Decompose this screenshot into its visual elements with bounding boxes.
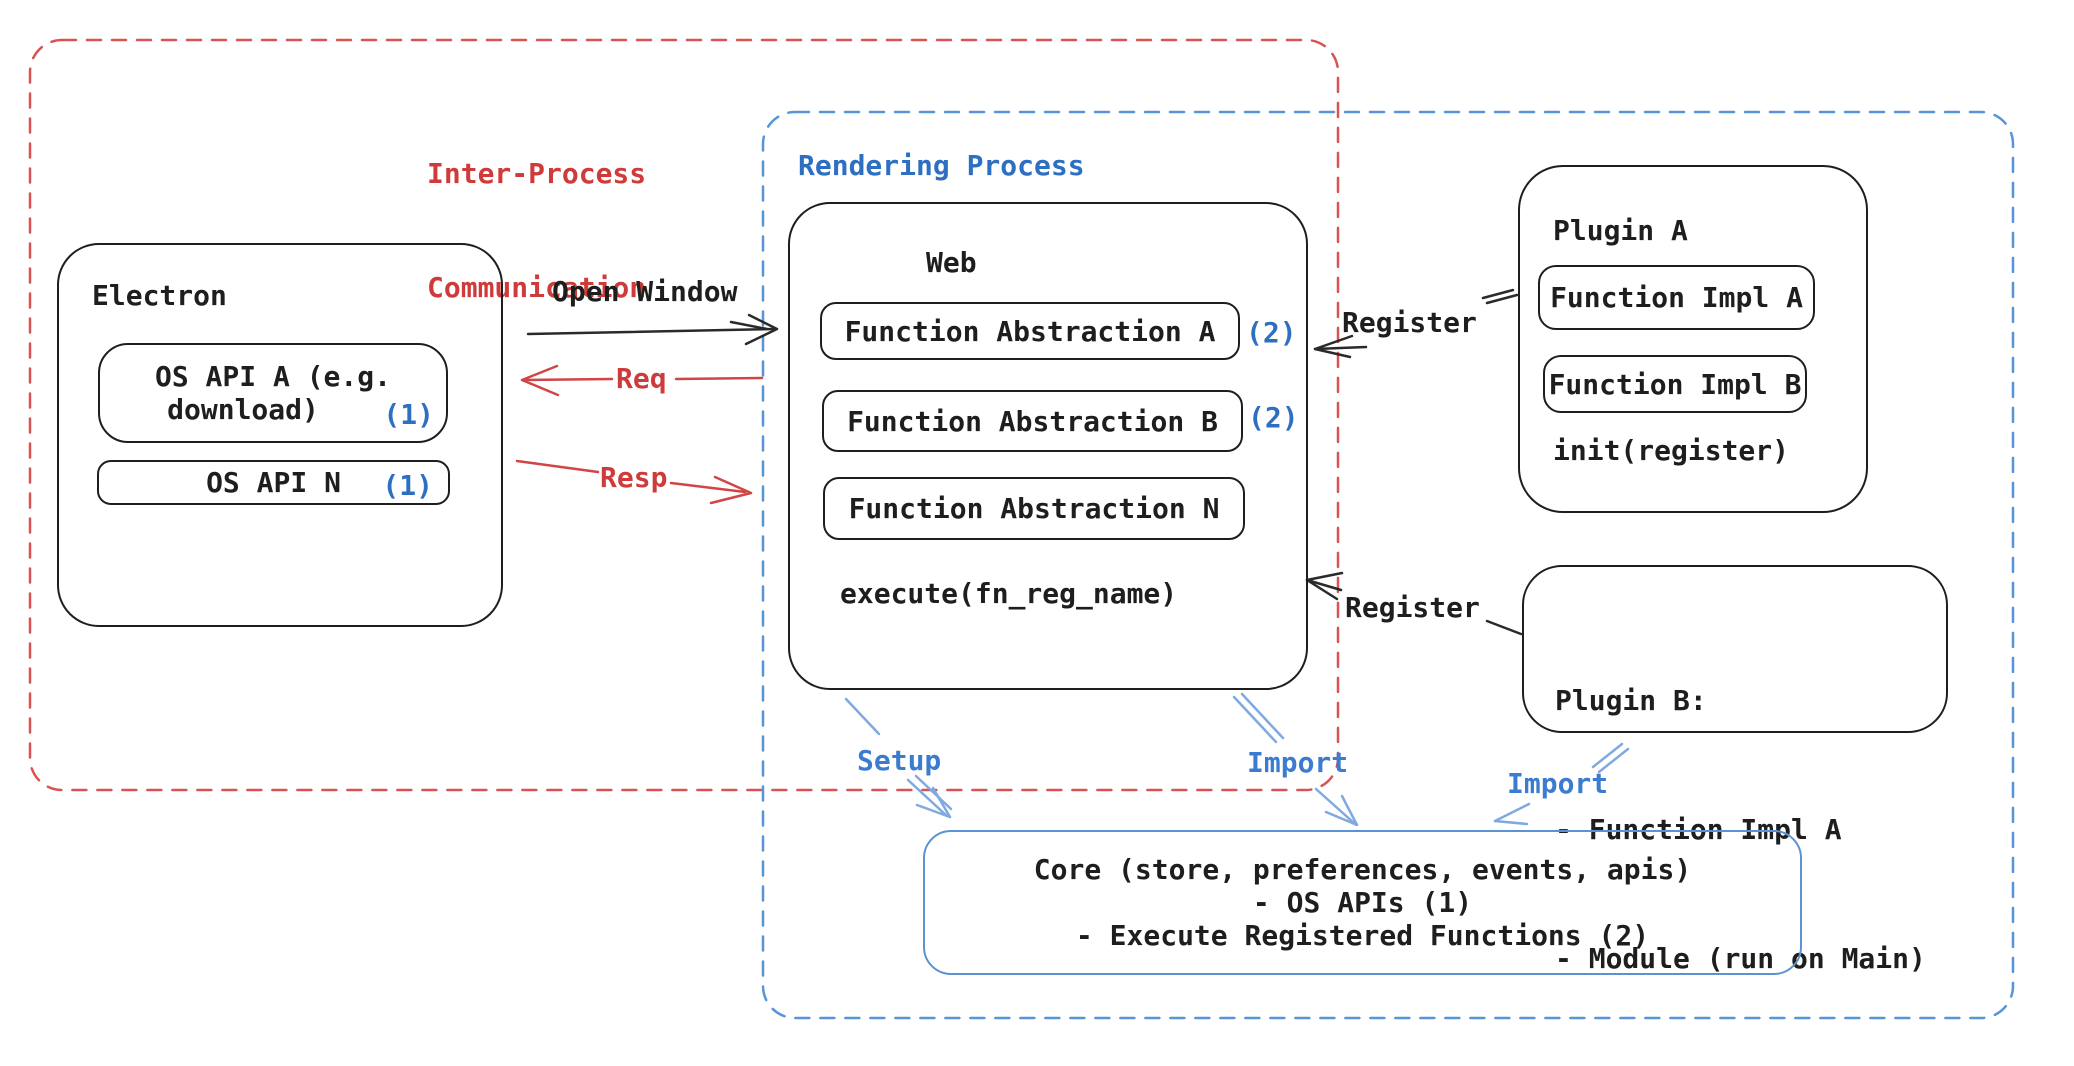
plugin-b-box [1522,565,1948,733]
function-abstraction-a-box: Function Abstraction A [820,302,1240,360]
function-impl-b-label: Function Impl B [1548,367,1802,401]
function-abstraction-n-label: Function Abstraction N [848,492,1220,525]
core-line3: - Execute Registered Functions (2) [1075,919,1650,952]
open-window-arrow [526,313,779,346]
function-abstraction-a-label: Function Abstraction A [844,314,1216,348]
plugin-a-box [1518,165,1868,513]
import-web-label: Import [1247,746,1349,779]
os-api-a-line1: OS API A (e.g. [154,360,391,393]
setup-arrow [844,697,953,819]
plugin-b-item1: - Function Impl A [1555,813,1842,846]
rendering-dashed-region [761,110,2015,1020]
function-impl-a-label: Function Impl A [1550,281,1803,314]
req-arrow [520,364,764,397]
register-a-label: Register [1342,306,1477,339]
ipc-dashed-region [28,38,1340,792]
function-impl-b-box: Function Impl B [1543,355,1807,413]
os-api-n-label: OS API N [206,466,341,499]
function-abstraction-b-box: Function Abstraction B [822,390,1243,452]
os-api-a-badge: (1) [383,398,434,431]
electron-title: Electron [92,279,227,312]
plugin-a-title: Plugin A [1553,214,1688,247]
core-line2: - OS APIs (1) [1252,886,1473,919]
open-window-label: Open Window [552,275,738,308]
resp-arrow [515,459,753,505]
plugin-b-content: Plugin B: - Function Impl A - Module (ru… [1555,593,1926,1066]
resp-label: Resp [600,461,668,494]
os-api-n-badge: (1) [382,469,433,502]
core-line1: Core (store, preferences, events, apis) [1033,853,1692,886]
register-a-arrow [1313,288,1519,359]
execute-text: execute(fn_reg_name) [840,577,1178,610]
import-plugin-label: Import [1507,767,1609,800]
function-impl-a-box: Function Impl A [1538,265,1815,330]
init-register-text: init(register) [1553,434,1790,467]
os-api-a-line2: download) [167,393,319,426]
os-api-a-box: OS API A (e.g. download) (1) [98,343,448,443]
function-abstraction-b-badge: (2) [1248,401,1299,434]
register-b-label: Register [1345,591,1480,624]
function-abstraction-n-box: Function Abstraction N [823,477,1245,540]
rendering-region-label: Rendering Process [798,149,1085,182]
core-box: Core (store, preferences, events, apis) … [923,830,1802,975]
function-abstraction-a-badge: (2) [1246,316,1297,349]
import-plugin-arrow [1493,742,1630,826]
plugin-b-item2: - Module (run on Main) [1555,942,1926,975]
web-box [788,202,1308,690]
plugin-b-title: Plugin B: [1555,684,1707,717]
function-abstraction-b-label: Function Abstraction B [847,404,1218,438]
web-title: Web [926,246,977,279]
os-api-n-box: OS API N (1) [97,460,450,505]
setup-label: Setup [857,744,942,777]
electron-box [57,243,503,627]
req-label: Req [616,362,667,395]
ipc-label-line1: Inter-Process [427,157,647,190]
import-web-arrow [1232,692,1359,827]
